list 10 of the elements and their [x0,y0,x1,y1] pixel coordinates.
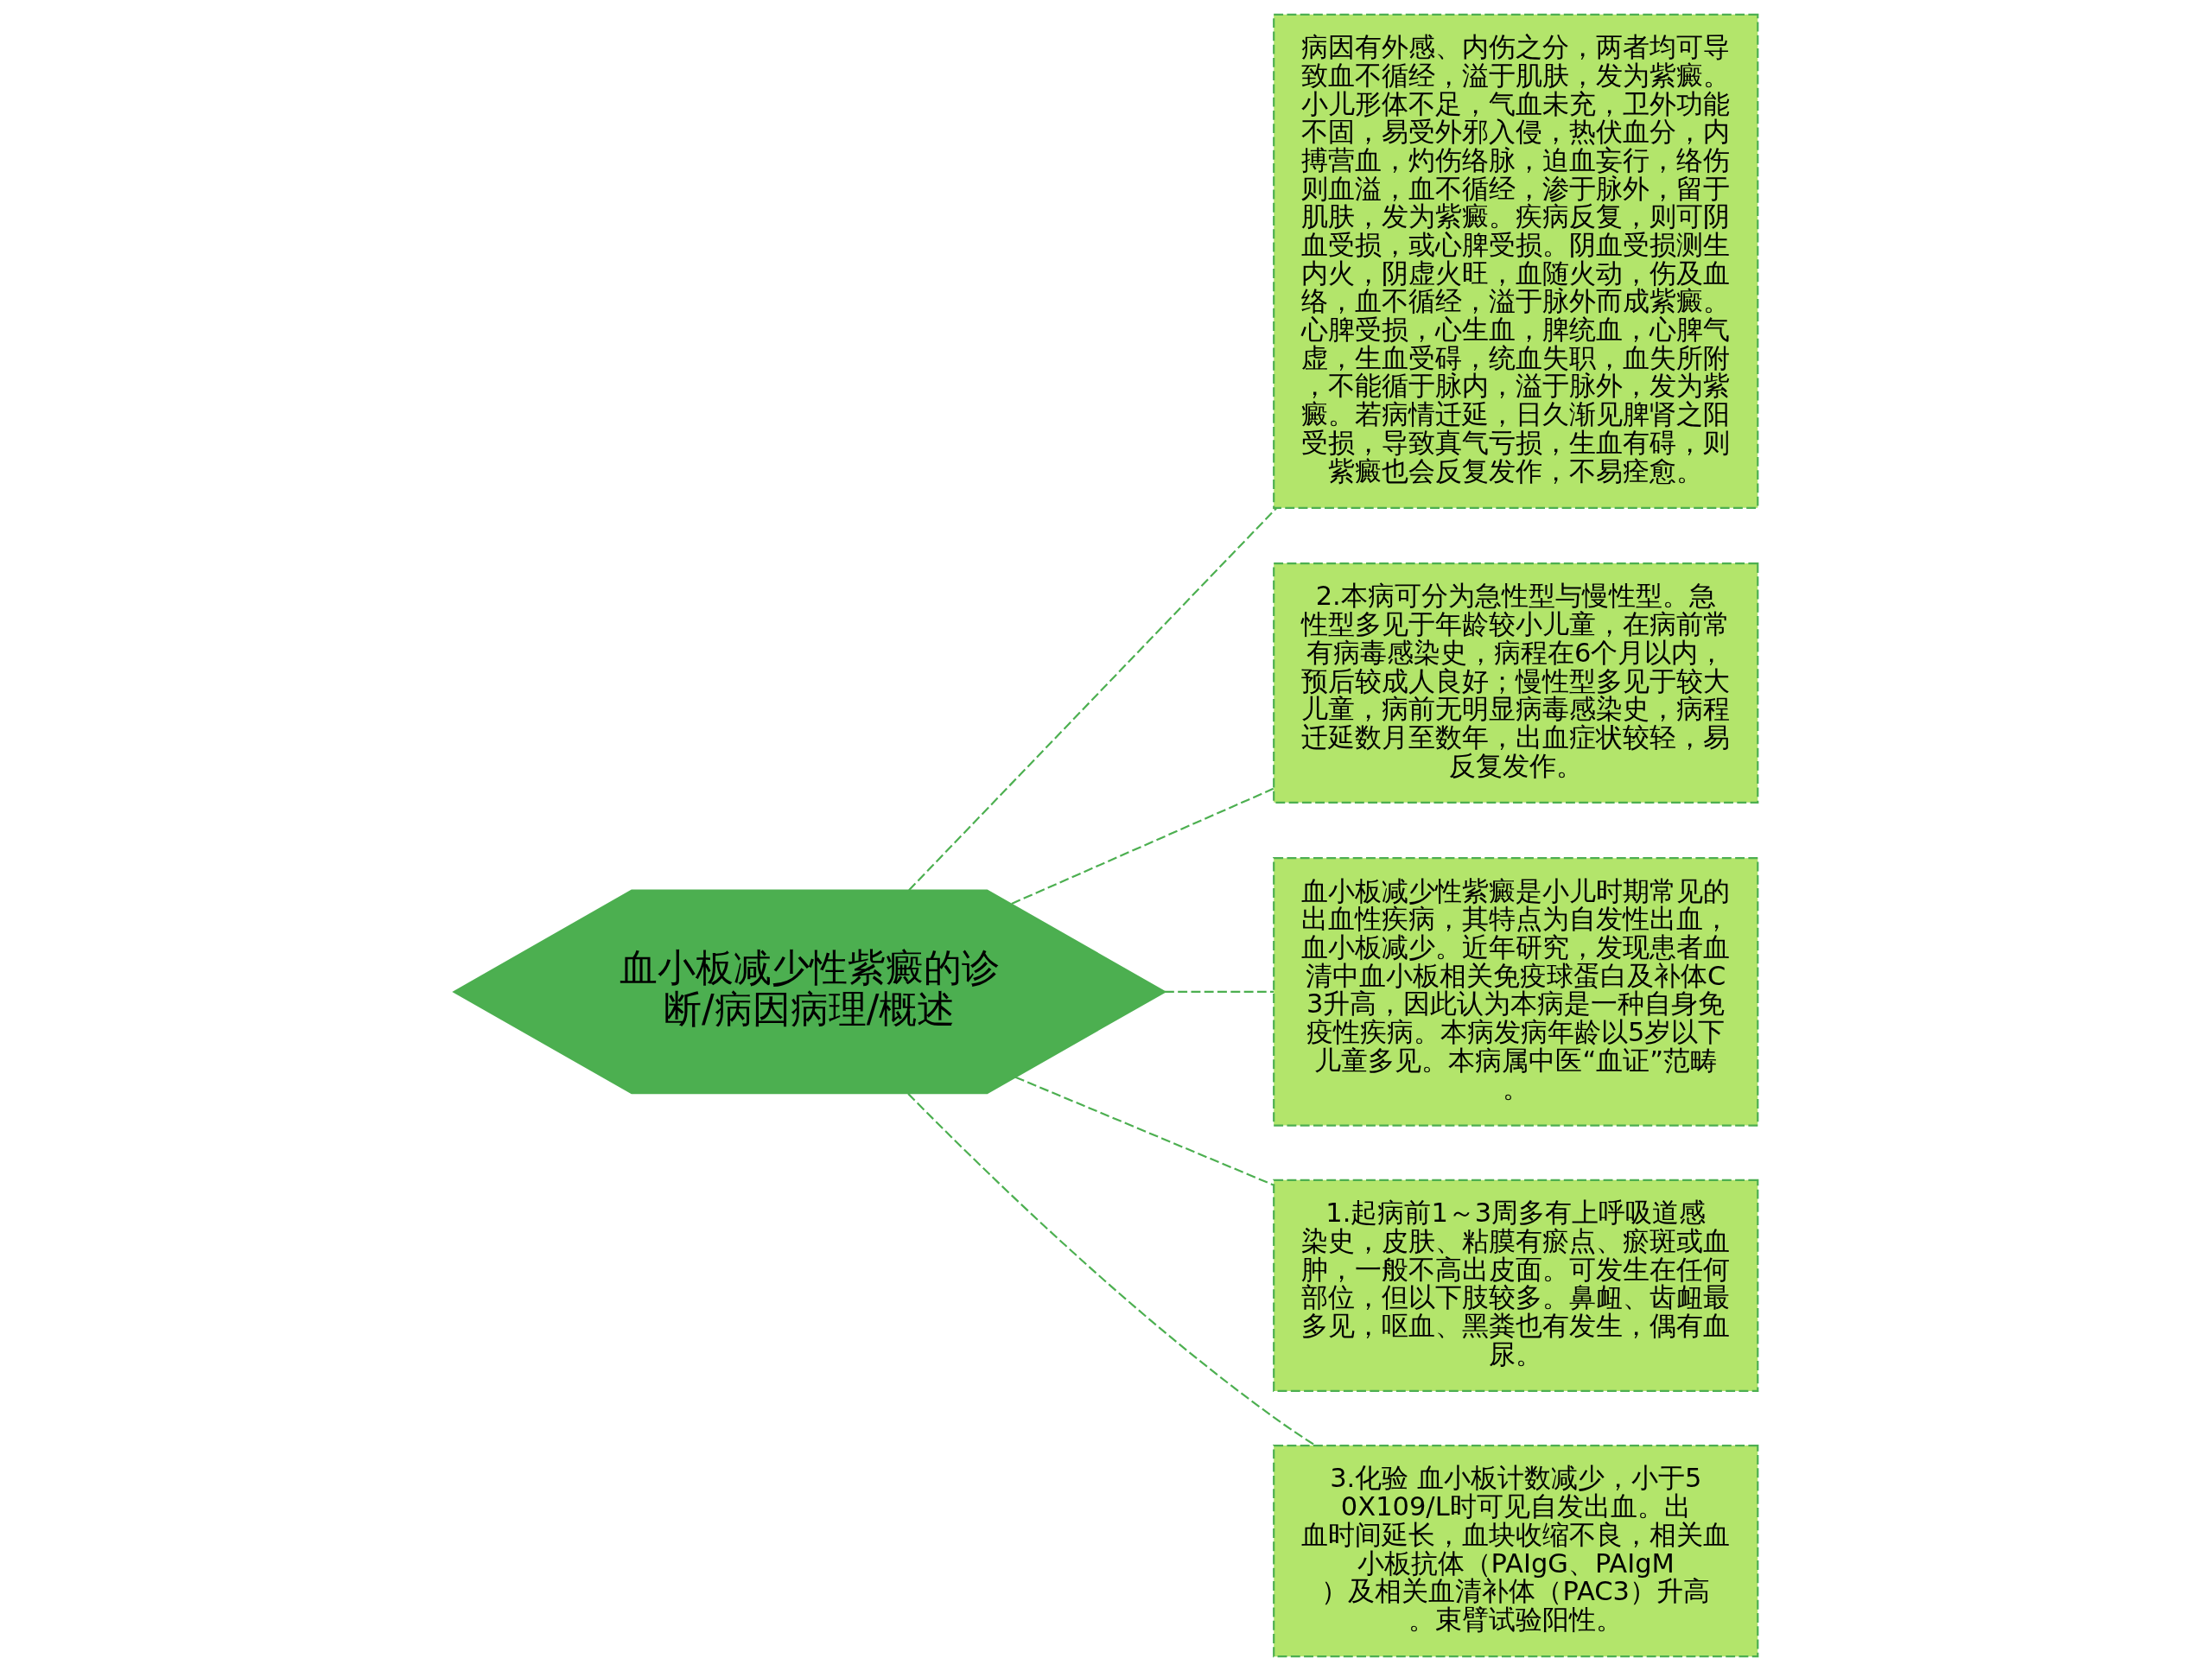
node-box: 3.化验 血小板计数减少，小于50X109/L时可见自发出血。出血时间延长，血块收缩不良，相关血小板抗体（PAIgG、PAIgM）及相关血清补体（PAC3）升高。束臂试验阳性。 [1273,1445,1759,1658]
connector [1014,1076,1274,1186]
connector [907,1093,1316,1446]
node-box: 血小板减少性紫癜是小儿时期常见的出血性疾病，其特点为自发性出血，血小板减少。近年研究，发现患者血清中血小板相关免疫球蛋白及补体C3升高，因此认为本病是一种自身免疫性疾病。本病发病年龄以5岁以下儿童多见。本病属中医“血证”范畴。 [1273,857,1759,1127]
node-box: 病因有外感、内伤之分，两者均可导致血不循经，溢于肌肤，发为紫癜。小儿形体不足，气血未充，卫外功能不固，易受外邪入侵，热伏血分，内搏营血，灼伤络脉，迫血妄行，络伤则血溢，血不循经，渗于脉外，留于肌肤，发为紫癜。疾病反复，则可阴血受损，或心脾受损。阴血受损测生内火，阴虚火旺，血随火动，伤及血络，血不循经，溢于脉外而成紫癜。心脾受损，心生血，脾统血，心脾气虚，生血受碍，统血失职，血失所附，不能循于脉内，溢于脉外，发为紫癜。若病情迁延，日久渐见脾肾之阳受损，导致真气亏损，生血有碍，则紫癜也会反复发作，不易痊愈。 [1273,13,1759,509]
connector [1164,990,1274,993]
node-box: 1.起病前1～3周多有上呼吸道感染史，皮肤、粘膜有瘀点、瘀斑或血肿，一般不高出皮面。可发生在任何部位，但以下肢较多。鼻衄、齿衄最多见，呕血、黑粪也有发生，偶有血尿。 [1273,1179,1759,1392]
connector [908,507,1277,892]
node-box: 2.本病可分为急性型与慢性型。急性型多见于年龄较小儿童，在病前常有病毒感染史，病程在6个月以内，预后较成人良好；慢性型多见于较大儿童，病前无明显病毒感染史，病程迁延数月至数年，出血症状较轻，易反复发作。 [1273,562,1759,804]
connector [1011,787,1274,905]
